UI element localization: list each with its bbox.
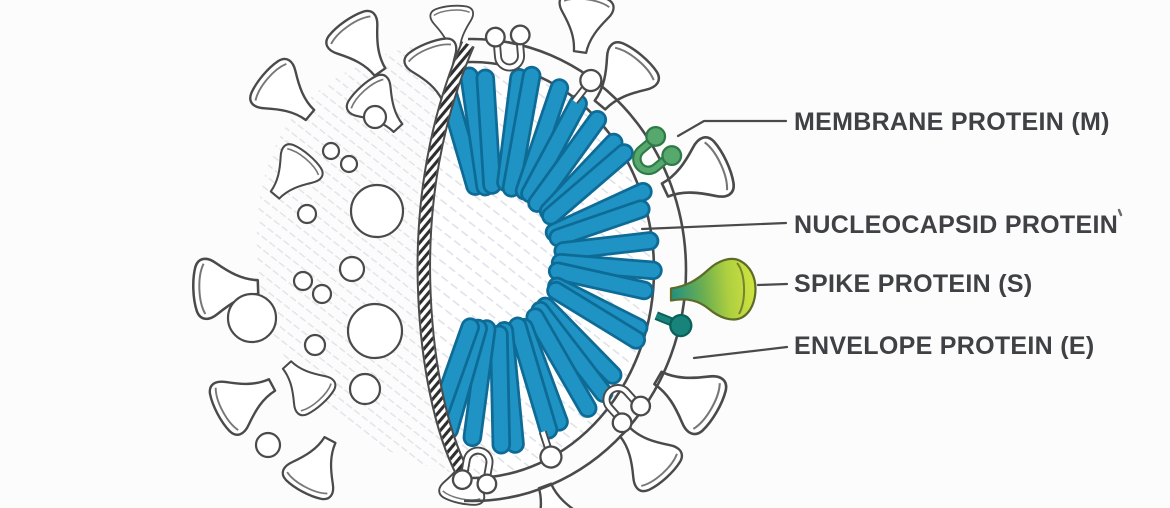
surface-circle <box>339 154 359 174</box>
surface-circle <box>346 302 404 360</box>
leader-lines <box>640 119 1123 360</box>
spike-outline <box>551 0 617 57</box>
surface-circle <box>349 183 405 239</box>
surface-circle <box>362 104 388 130</box>
spike-protein <box>669 257 757 321</box>
envelope-protein-outline <box>571 68 603 104</box>
surface-circle <box>254 431 282 459</box>
spike-outline <box>277 426 356 506</box>
surface-circle <box>226 292 278 344</box>
outline-proteins <box>451 24 693 495</box>
nucleocapsid-coil <box>425 65 663 455</box>
envelope-ring-outer <box>423 37 688 503</box>
surface-circle <box>296 203 318 225</box>
spike-outline <box>650 131 742 220</box>
surface-circle <box>311 283 333 305</box>
surface-circle <box>321 141 341 161</box>
membrane-protein-outline <box>451 446 498 495</box>
leader-line-nucleocapsid <box>640 221 788 231</box>
label-spike-protein: SPIKE PROTEIN (S) <box>794 270 1032 298</box>
surface-circle <box>292 270 314 292</box>
label-nucleocapsid-protein: NUCLEOCAPSID PROTEIN <box>794 211 1118 239</box>
surface-circle <box>338 255 366 283</box>
labels: MEMBRANE PROTEIN (M) NUCLEOCAPSID PROTEI… <box>794 108 1118 360</box>
surface-circles <box>226 104 405 459</box>
label-membrane-protein: MEMBRANE PROTEIN (M) <box>794 108 1110 136</box>
leader-line-envelope <box>692 345 789 360</box>
spike-outline <box>640 349 734 441</box>
label-envelope-protein: ENVELOPE PROTEIN (E) <box>794 332 1094 360</box>
membrane-protein-outline <box>484 24 531 72</box>
leader-line-membrane <box>676 119 788 138</box>
virus-exterior-surface <box>256 42 468 475</box>
envelope-protein-outline <box>538 430 563 469</box>
leader-line-spike <box>756 282 789 287</box>
envelope-protein <box>654 311 693 338</box>
membrane-protein-outline <box>602 384 652 434</box>
surface-circle <box>348 372 382 406</box>
stray-mark <box>1117 208 1123 217</box>
cut-edge <box>416 41 475 478</box>
spike-outline <box>202 358 287 441</box>
surface-circle <box>303 333 327 357</box>
membrane-protein <box>632 125 683 176</box>
